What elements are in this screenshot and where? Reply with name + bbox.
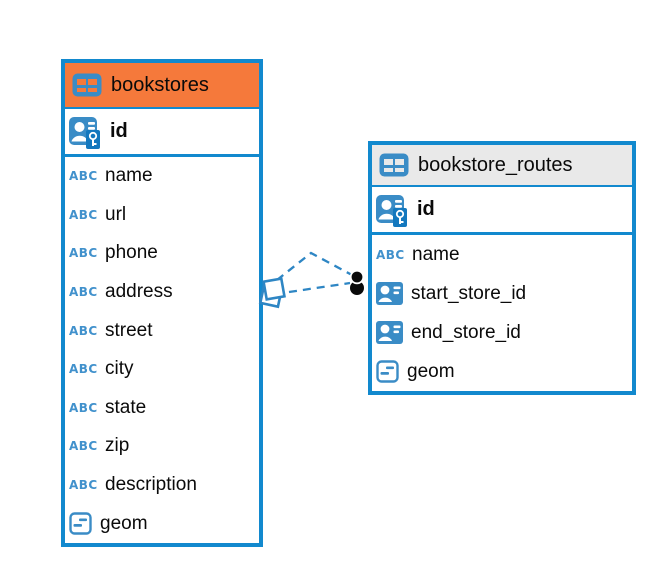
relationship-source-diamond — [258, 277, 286, 309]
primary-key-row[interactable]: id — [372, 187, 632, 232]
entity-bookstores[interactable]: bookstores id ABC — [61, 59, 263, 547]
entity-header-bookstore-routes[interactable]: bookstore_routes — [372, 145, 632, 185]
column-name: end_store_id — [411, 321, 521, 343]
table-icon — [72, 73, 102, 97]
text-type-icon: ABC — [69, 439, 98, 454]
column-row[interactable]: ABC address — [65, 273, 259, 312]
column-row[interactable]: ABC name — [65, 157, 259, 196]
header-divider — [372, 185, 632, 187]
column-name: name — [412, 243, 460, 265]
column-name: geom — [100, 512, 148, 534]
column-row[interactable]: geom — [372, 352, 632, 391]
relationship-connector[interactable] — [258, 251, 365, 309]
column-row[interactable]: ABC street — [65, 311, 259, 350]
column-list: ABC name start_store_id — [372, 235, 632, 391]
relationship-line-2[interactable] — [288, 281, 351, 294]
column-name: description — [105, 474, 197, 496]
column-row[interactable]: geom — [65, 504, 259, 543]
column-name: address — [105, 281, 173, 303]
text-type-icon: ABC — [69, 400, 98, 415]
column-name: id — [417, 198, 435, 220]
relationship-line-1[interactable] — [276, 251, 353, 281]
text-type-icon: ABC — [69, 323, 98, 338]
entity-bookstore-routes[interactable]: bookstore_routes id — [368, 141, 636, 395]
column-row[interactable]: ABC description — [65, 466, 259, 505]
entity-header-bookstores[interactable]: bookstores — [65, 63, 259, 107]
column-row[interactable]: ABC name — [372, 235, 632, 274]
column-name: geom — [407, 360, 455, 382]
primary-key-icon — [69, 115, 102, 149]
relationship-target-dots — [349, 269, 365, 295]
reference-type-icon — [376, 321, 403, 344]
primary-key-icon — [376, 193, 409, 227]
entity-title: bookstore_routes — [418, 153, 573, 176]
pk-divider — [65, 154, 259, 157]
column-name: phone — [105, 242, 158, 264]
column-row[interactable]: ABC phone — [65, 234, 259, 273]
column-list: ABC name ABC url ABC phone ABC address A… — [65, 157, 259, 543]
text-type-icon: ABC — [69, 285, 98, 300]
column-row[interactable]: end_store_id — [372, 313, 632, 352]
column-name: city — [105, 358, 134, 380]
column-row[interactable]: ABC zip — [65, 427, 259, 466]
primary-key-row[interactable]: id — [65, 109, 259, 154]
header-divider — [65, 107, 259, 109]
text-type-icon: ABC — [69, 478, 98, 493]
text-type-icon: ABC — [69, 169, 98, 184]
column-row[interactable]: ABC state — [65, 389, 259, 428]
pk-divider — [372, 232, 632, 235]
column-name: zip — [105, 435, 130, 457]
text-type-icon: ABC — [376, 247, 405, 262]
column-name: state — [105, 396, 147, 418]
column-name: id — [110, 120, 128, 142]
table-icon — [379, 153, 409, 177]
column-row[interactable]: ABC url — [65, 196, 259, 235]
entity-title: bookstores — [111, 73, 209, 96]
text-type-icon: ABC — [69, 246, 98, 261]
text-type-icon: ABC — [69, 207, 98, 222]
column-row[interactable]: start_store_id — [372, 274, 632, 313]
text-type-icon: ABC — [69, 362, 98, 377]
column-name: name — [105, 165, 153, 187]
column-row[interactable]: ABC city — [65, 350, 259, 389]
geometry-type-icon — [69, 512, 92, 535]
column-name: url — [105, 203, 127, 225]
geometry-type-icon — [376, 360, 399, 383]
column-name: start_store_id — [411, 282, 527, 304]
reference-type-icon — [376, 282, 403, 305]
column-name: street — [105, 319, 153, 341]
